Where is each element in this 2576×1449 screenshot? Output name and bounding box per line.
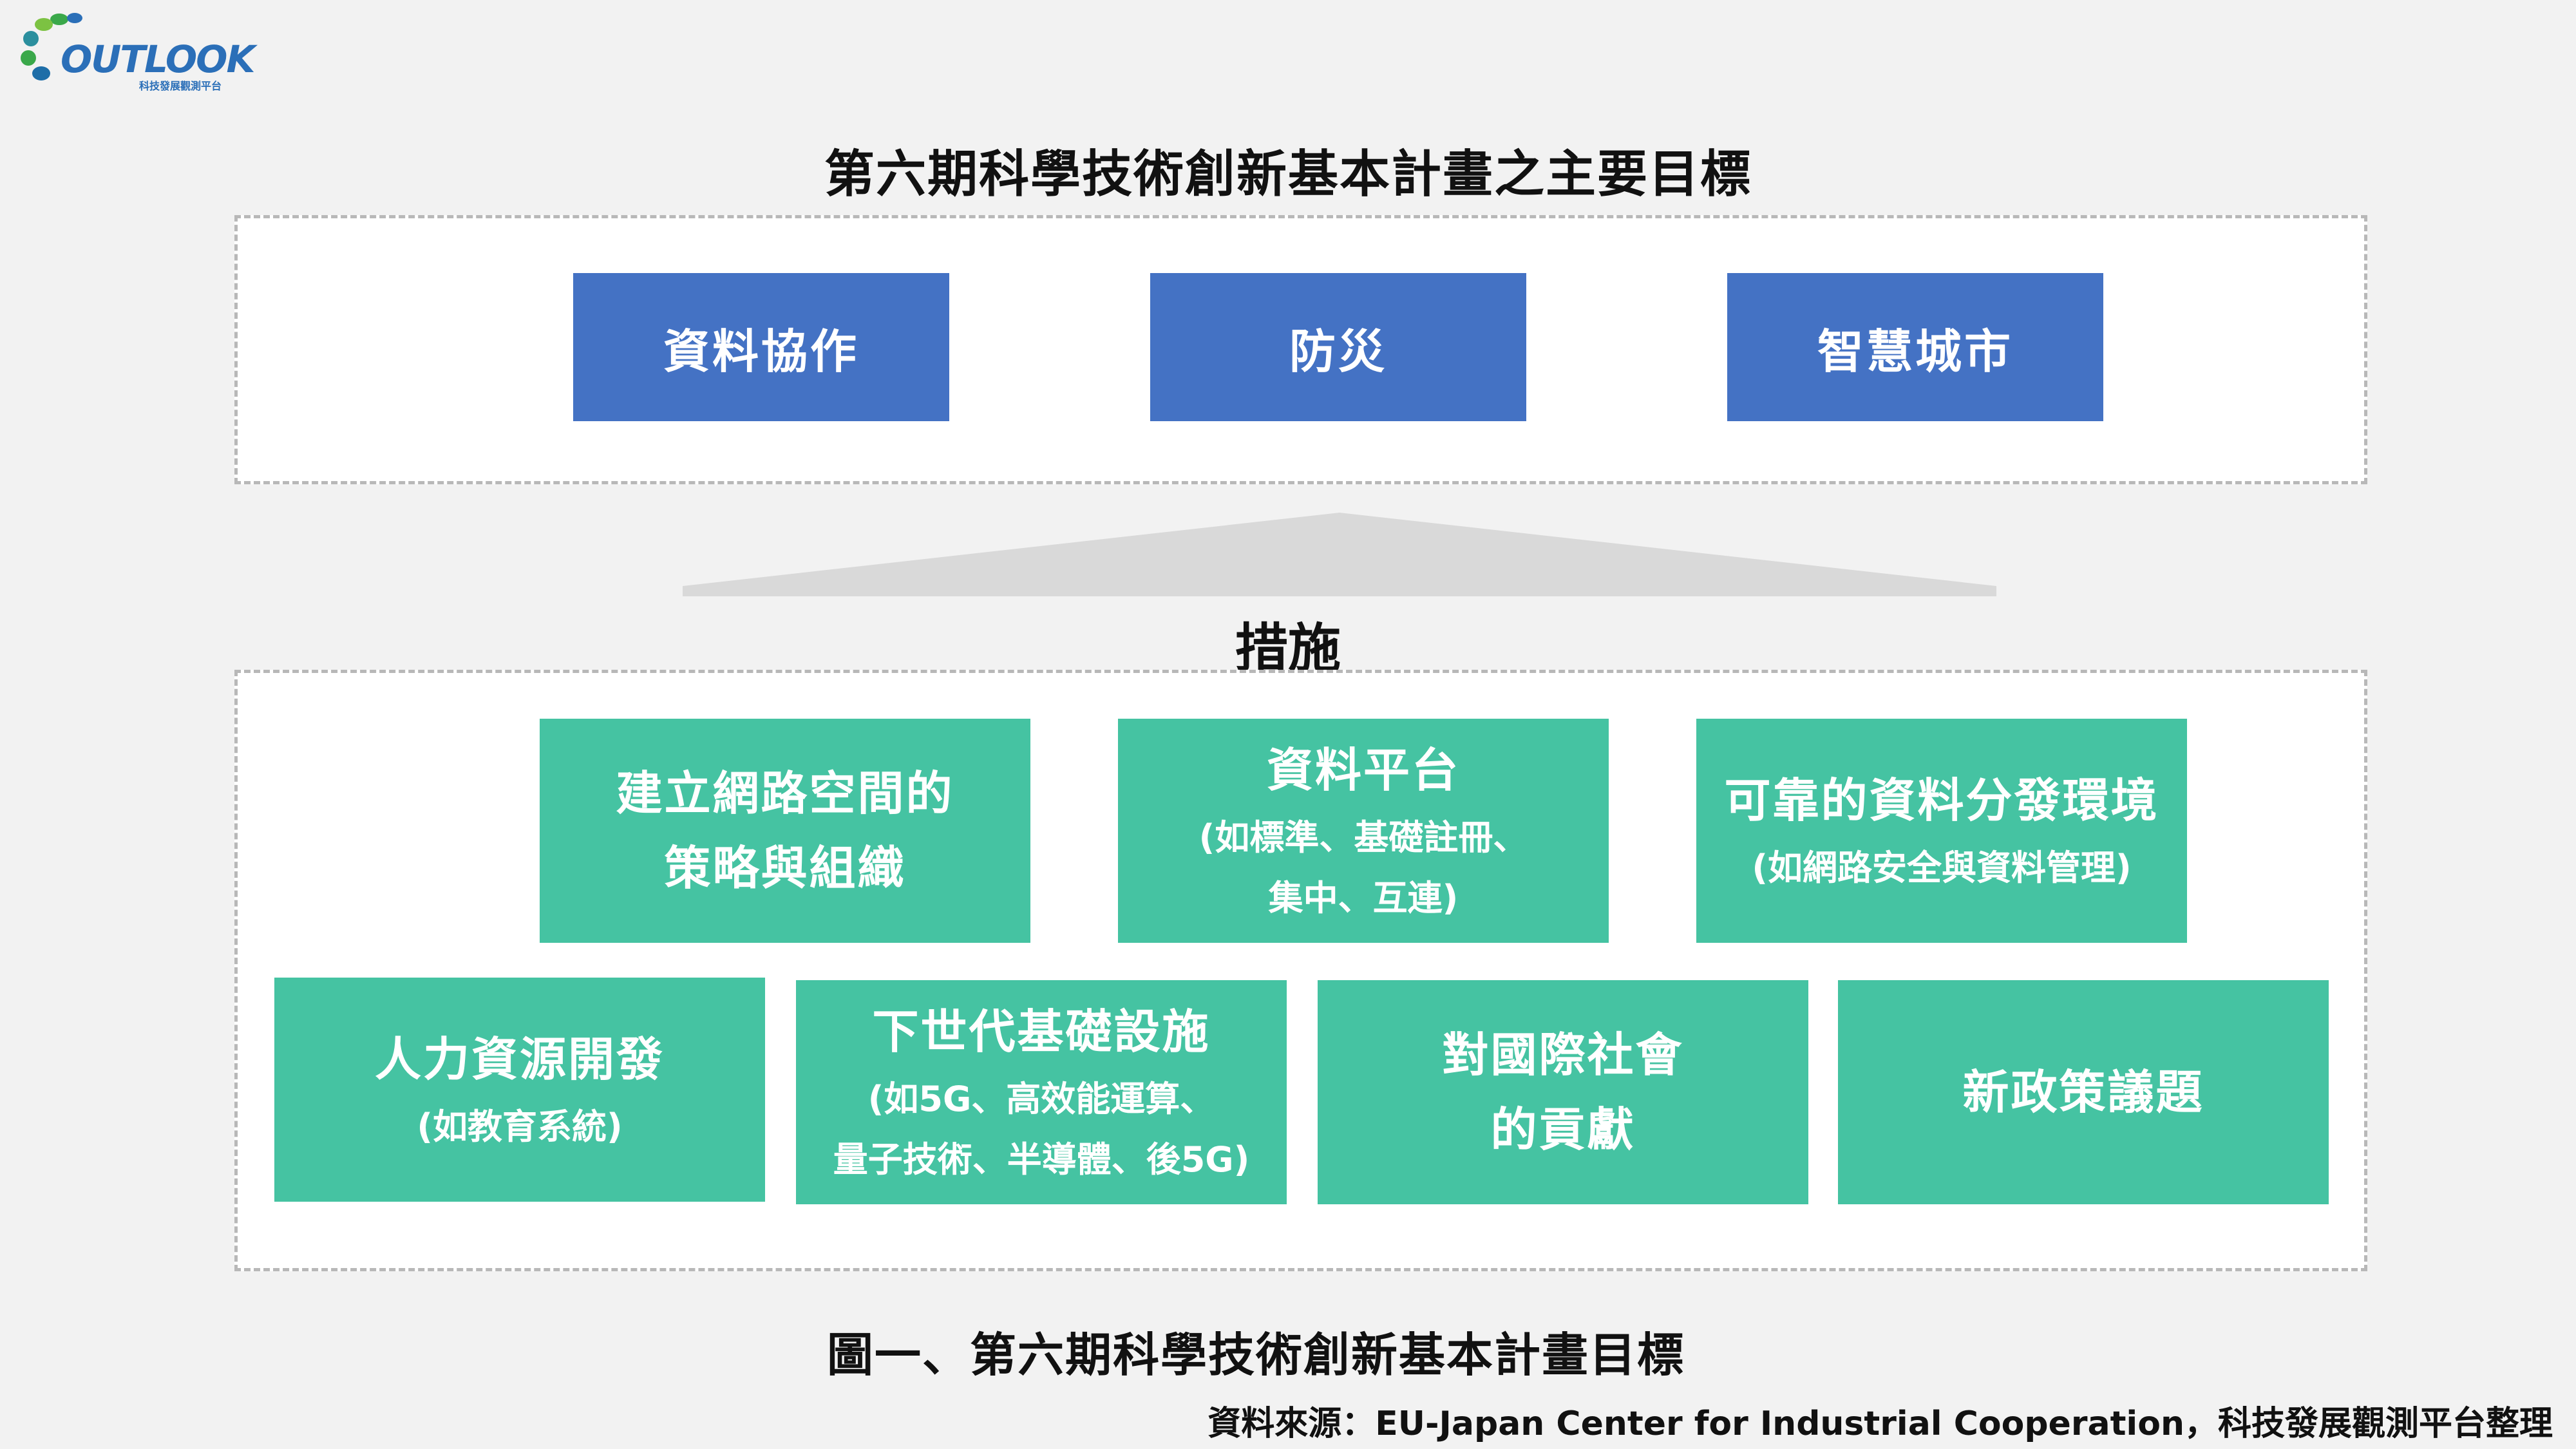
logo-subtitle: 科技發展觀測平台	[139, 80, 222, 92]
goal-data-collaboration: 資料協作	[573, 273, 949, 421]
source-note: 資料來源：EU-Japan Center for Industrial Coop…	[1208, 1405, 2553, 1443]
logo-wordmark: OUTLOOK	[61, 37, 255, 81]
measure-next-gen-infrastructure: 下世代基礎設施 (如5G、高效能運算、 量子技術、半導體、後5G)	[796, 980, 1287, 1204]
goal-smart-city: 智慧城市	[1727, 273, 2103, 421]
measure-data-platform: 資料平台 (如標準、基礎註冊、 集中、互連)	[1118, 719, 1609, 943]
support-triangle	[683, 513, 1996, 596]
logo-dots-icon	[21, 13, 82, 80]
figure-caption: 圖一、第六期科學技術創新基本計畫目標	[826, 1328, 1685, 1382]
goal-disaster-prevention: 防災	[1150, 273, 1526, 421]
measure-human-resources: 人力資源開發 (如教育系統)	[274, 978, 765, 1202]
measure-new-policy-issues: 新政策議題	[1838, 980, 2329, 1204]
measure-international-contribution: 對國際社會 的貢獻	[1318, 980, 1808, 1204]
measure-reliable-data-distribution: 可靠的資料分發環境 (如網路安全與資料管理)	[1696, 719, 2187, 943]
diagram-title: 第六期科學技術創新基本計畫之主要目標	[824, 146, 1752, 204]
outlook-logo: OUTLOOK 科技發展觀測平台	[19, 9, 255, 93]
measure-cyberspace-strategy: 建立網路空間的 策略與組織	[540, 719, 1030, 943]
measures-label: 措施	[1235, 618, 1341, 679]
